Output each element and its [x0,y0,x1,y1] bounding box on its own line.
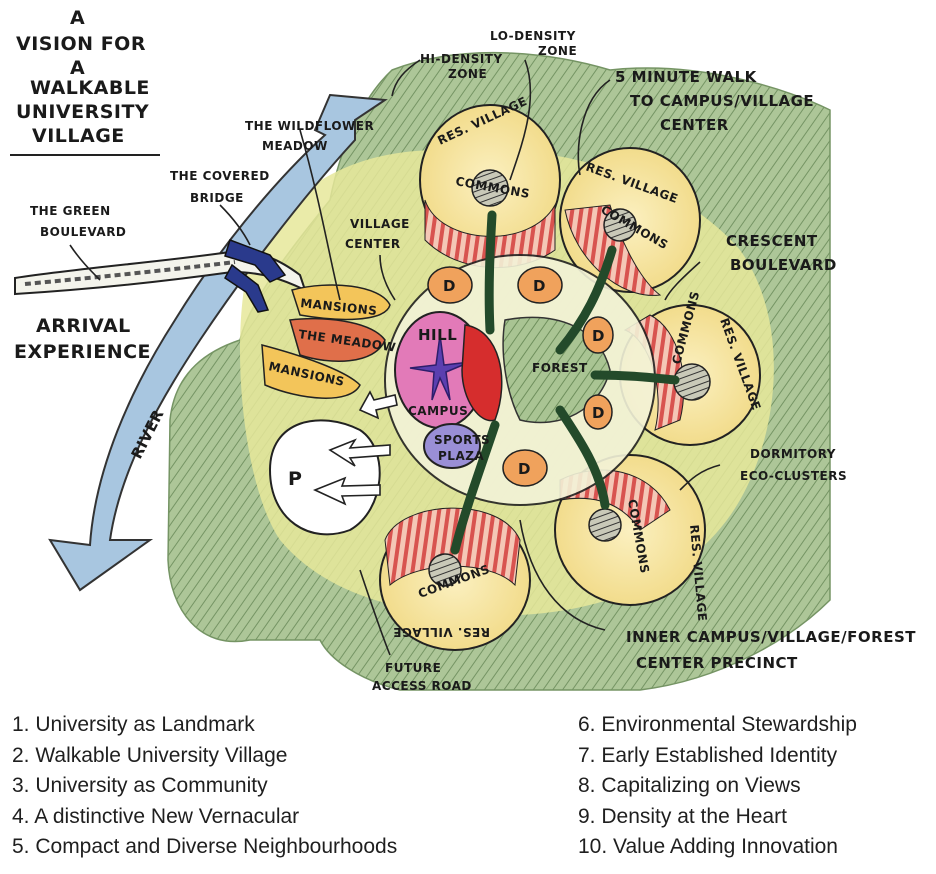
village-center-label: CENTER [345,237,401,251]
covered-bridge [224,239,287,313]
inner-campus-label: CENTER PRECINCT [636,654,798,672]
five-minute-label: 5 MINUTE WALK [615,68,758,86]
covered-bridge-label: BRIDGE [190,191,244,205]
title-line: VISION FOR [16,33,146,55]
crescent-label: CRESCENT [726,232,818,250]
district-markers [427,266,614,487]
dormitory-label: DORMITORY [750,447,836,461]
principle-item: 5. Compact and Diverse Neighbourhoods [12,835,398,858]
district-label: D [592,327,605,345]
principle-item: 1. University as Landmark [12,713,255,736]
village-center-label: VILLAGE [350,217,410,231]
lo-density-label: ZONE [538,44,577,58]
wildflower-label: MEADOW [262,139,328,153]
hill-label: HILL [418,326,457,344]
green-boulevard-label: THE GREEN [30,204,111,218]
lo-density-label: LO-DENSITY [490,29,576,43]
crescent-label: BOULEVARD [730,256,837,274]
sports-plaza-label: SPORTS [434,433,490,447]
principle-item: 6. Environmental Stewardship [578,713,857,736]
title-line: WALKABLE [30,77,150,99]
principle-item: 10. Value Adding Innovation [578,835,838,858]
hill-campus [394,311,503,429]
hi-density-label: ZONE [448,67,487,81]
leader-lines [69,59,721,656]
green-boulevard-label: BOULEVARD [40,225,126,239]
principle-item: 2. Walkable University Village [12,743,288,767]
arrival-label: ARRIVAL [36,315,131,337]
principle-item: 7. Early Established Identity [578,743,838,767]
master-plan-sketch: A VISION FOR A WALKABLE UNIVERSITY VILLA… [10,7,916,693]
sports-plaza [423,423,481,469]
campus-label: CAMPUS [408,404,468,418]
district-label: D [592,404,605,422]
principle-item: 4. A distinctive New Vernacular [12,804,300,828]
five-minute-label: CENTER [660,116,729,134]
inner-campus-label: INNER CAMPUS/VILLAGE/FOREST [626,628,916,646]
sports-plaza-label: PLAZA [438,449,484,463]
wildflower-label: THE WILDFLOWER [245,119,374,133]
principle-item: 8. Capitalizing on Views [578,774,801,797]
district-label: D [533,277,546,295]
district-labels: D D D D D [443,277,605,478]
arrival-label: EXPERIENCE [14,341,151,363]
principle-item: 3. University as Community [12,774,268,797]
district-label: D [443,277,456,295]
commons-clusters [428,169,711,587]
forest-label: FOREST [532,361,588,375]
future-access-label: FUTURE [385,661,441,675]
hi-density-label: HI-DENSITY [420,52,503,66]
title-block: A VISION FOR A WALKABLE UNIVERSITY VILLA… [10,7,160,156]
dormitory-label: ECO-CLUSTERS [740,469,847,483]
title-line: A [70,57,85,79]
walk-arrows [450,210,680,555]
flow-arrows [312,390,398,506]
future-access-label: ACCESS ROAD [372,679,472,693]
district-label: D [518,460,531,478]
res-village-label: RES. VILLAGE [393,625,490,639]
covered-bridge-label: THE COVERED [170,169,270,183]
five-minute-label: TO CAMPUS/VILLAGE [630,92,814,110]
title-line: VILLAGE [32,125,125,147]
parking-label: P [288,468,302,490]
mansions-and-meadow [261,284,391,399]
title-line: UNIVERSITY [16,101,149,123]
principles-list-right: 6. Environmental Stewardship 7. Early Es… [578,710,928,863]
title-line: A [70,7,85,29]
principle-item: 9. Density at the Heart [578,804,787,828]
principles-list-left: 1. University as Landmark 2. Walkable Un… [12,710,482,863]
parking-area [268,419,381,536]
